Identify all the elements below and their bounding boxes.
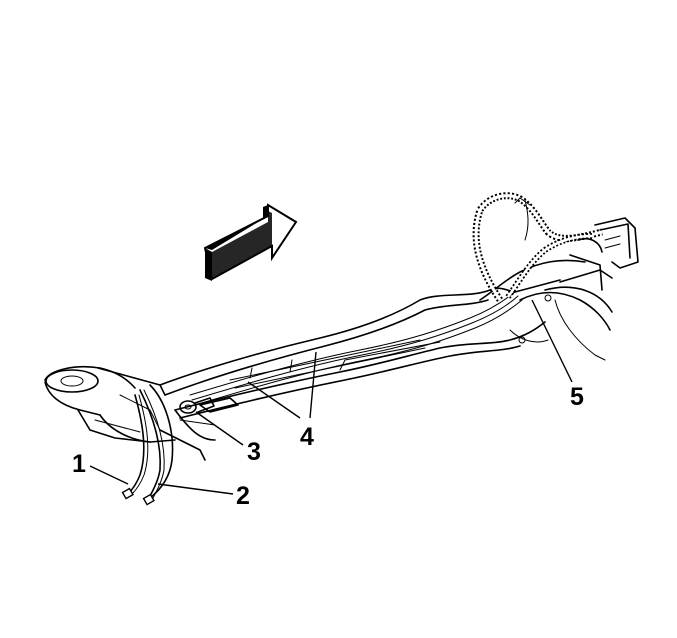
callout-4: 4 xyxy=(300,423,314,451)
callout-3: 3 xyxy=(247,438,261,466)
callout-2: 2 xyxy=(236,482,250,510)
wiring-harness-loop xyxy=(472,192,603,302)
callout-1: 1 xyxy=(72,450,86,478)
left-crossmember xyxy=(44,365,239,461)
leader-lines xyxy=(89,299,573,495)
direction-arrow-icon xyxy=(203,203,298,281)
hanging-lines xyxy=(121,384,174,506)
fuel-lines xyxy=(189,291,523,406)
callout-5: 5 xyxy=(570,383,584,411)
